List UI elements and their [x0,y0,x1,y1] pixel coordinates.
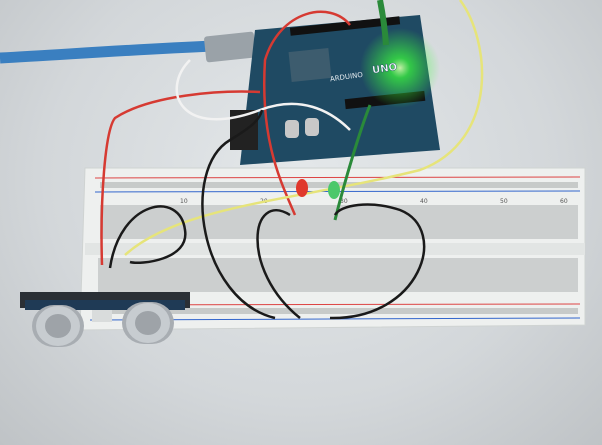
column-number: 40 [420,198,428,205]
ultrasonic-sensor [20,292,190,347]
green-led-glow [360,28,440,108]
column-number: 60 [560,198,568,205]
wire-black [256,209,301,319]
wire-red [100,90,261,266]
wire-black [201,109,276,320]
wire-black [329,203,426,320]
wire-green [333,104,372,221]
green-led [328,181,340,199]
wire-yellow [124,0,484,256]
column-number: 50 [500,198,508,205]
usb-plug [204,31,256,63]
column-number: 30 [340,198,348,205]
wire-black [108,205,187,269]
column-number: 10 [180,198,188,205]
wire-green [377,0,389,46]
board-model-label: UNO [372,62,398,76]
usb-cable [0,40,216,64]
wire-red [263,10,351,216]
wire-white [175,59,351,131]
red-led [296,179,308,197]
breadboard: 10 20 30 40 50 60 [79,167,586,331]
